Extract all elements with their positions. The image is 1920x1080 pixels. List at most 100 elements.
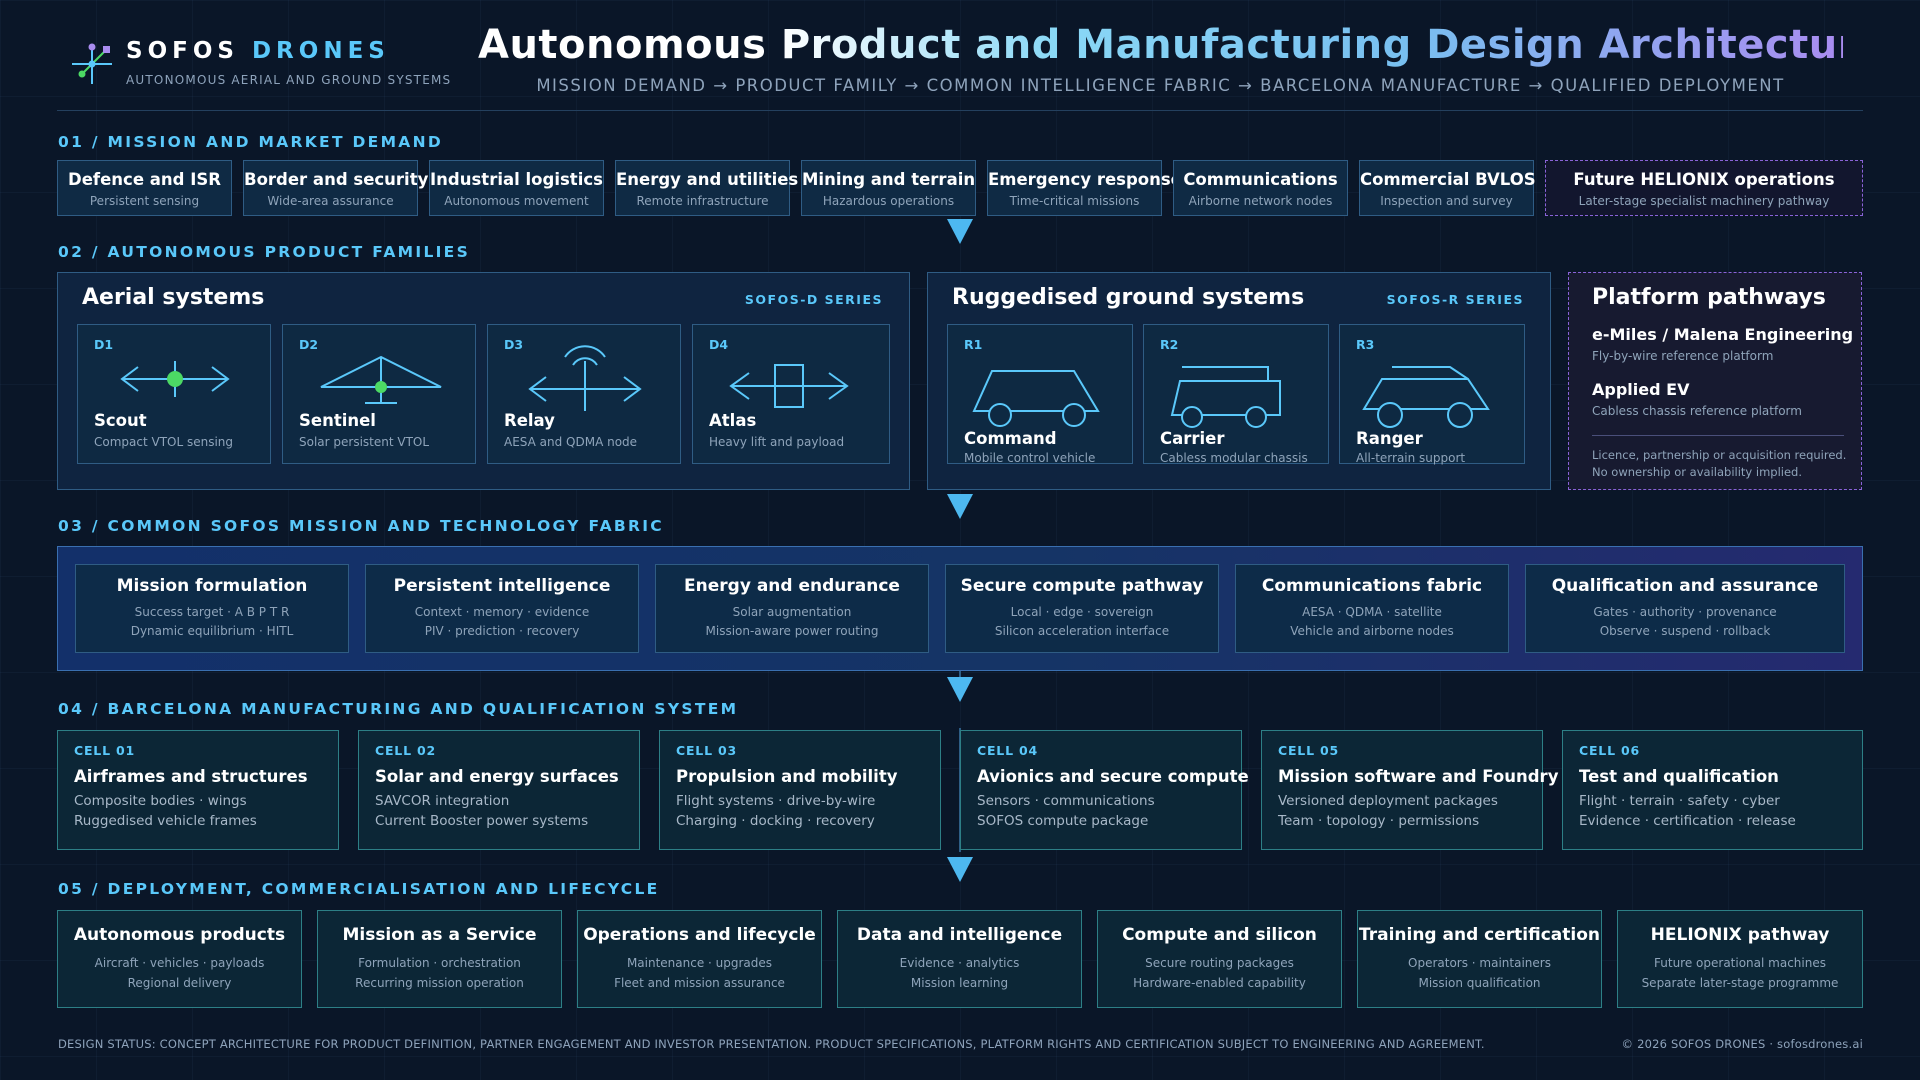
product-code: D2 (299, 337, 319, 352)
fabric-title: Mission formulation (116, 576, 308, 596)
product-name: Ranger (1356, 429, 1423, 448)
product-card-scout: D1 Scout Compact VTOL sensing (77, 324, 271, 464)
fabric-title: Secure compute pathway (960, 576, 1204, 596)
cell-line: Versioned deployment packages (1278, 793, 1498, 809)
antenna-node-icon (528, 345, 642, 411)
section-heading-demand: 01 / MISSION AND MARKET DEMAND (58, 133, 444, 151)
cell-number: CELL 01 (74, 743, 135, 758)
fabric-line: Mission-aware power routing (705, 624, 879, 638)
fabric-line: Context · memory · evidence (414, 605, 590, 619)
deployment-line: Separate later-stage programme (1641, 976, 1839, 990)
product-name: Scout (94, 411, 147, 430)
demand-title: Border and security (244, 170, 429, 189)
cell-line: SAVCOR integration (375, 793, 510, 809)
product-desc: Compact VTOL sensing (94, 435, 234, 449)
product-desc: AESA and QDMA node (504, 435, 638, 449)
fabric-line: Dynamic equilibrium · HITL (130, 624, 294, 638)
pathway-name: Applied EV (1592, 380, 1690, 399)
cell-line: Flight · terrain · safety · cyber (1579, 793, 1780, 809)
cell-line: Composite bodies · wings (74, 793, 247, 809)
pathway-name: e-Miles / Malena Engineering (1592, 325, 1854, 344)
brand-name: SOFOS DRONES (126, 38, 390, 64)
pathways-title: Platform pathways (1592, 285, 1826, 310)
carrier-vehicle-icon (1170, 366, 1281, 428)
design-status-note: DESIGN STATUS: CONCEPT ARCHITECTURE FOR … (58, 1037, 1485, 1051)
deployment-line: Evidence · analytics (899, 956, 1020, 970)
demand-sub: Hazardous operations (822, 194, 955, 208)
cell-line: Sensors · communications (977, 793, 1155, 809)
cell-title: Solar and energy surfaces (375, 767, 619, 786)
drone-star-icon (72, 43, 112, 84)
payload-lift-icon (729, 364, 849, 408)
demand-title: Industrial logistics (430, 170, 603, 189)
product-code: R2 (1160, 337, 1179, 352)
product-card-sentinel: D2 Sentinel Solar persistent VTOL (282, 324, 476, 464)
product-code: R1 (964, 337, 983, 352)
cell-title: Mission software and Foundry (1278, 767, 1559, 786)
deployment-line: Maintenance · upgrades (626, 956, 773, 970)
cell-number: CELL 04 (977, 743, 1038, 758)
fabric-line: Success target · A B P T R (134, 605, 290, 619)
ranger-vehicle-icon (1362, 366, 1490, 428)
deployment-line: Operators · maintainers (1408, 956, 1551, 970)
deployment-title: Compute and silicon (1122, 925, 1317, 945)
deployment-line: Future operational machines (1654, 956, 1826, 970)
cell-number: CELL 06 (1579, 743, 1640, 758)
product-code: D3 (504, 337, 524, 352)
cell-title: Propulsion and mobility (676, 767, 898, 786)
product-card-ranger: R3 Ranger All-terrain support (1339, 324, 1525, 465)
pathways-note: No ownership or availability implied. (1592, 465, 1802, 479)
fabric-line: Silicon acceleration interface (994, 624, 1170, 638)
deployment-line: Hardware-enabled capability (1133, 976, 1306, 990)
product-desc: Heavy lift and payload (709, 435, 845, 449)
demand-sub: Wide-area assurance (267, 194, 394, 208)
ground-title: Ruggedised ground systems (952, 285, 1305, 310)
product-name: Command (964, 429, 1057, 448)
demand-title: Energy and utilities (616, 170, 799, 189)
deployment-title: HELIONIX pathway (1650, 925, 1830, 945)
product-name: Atlas (709, 411, 757, 430)
brand-name-part1: SOFOS (126, 38, 239, 64)
demand-sub: Later-stage specialist machinery pathway (1578, 194, 1830, 208)
cell-line: Ruggedised vehicle frames (74, 813, 257, 829)
vtol-drone-icon (120, 361, 230, 397)
cell-line: Charging · docking · recovery (676, 813, 875, 829)
deployment-line: Mission qualification (1418, 976, 1541, 990)
product-desc: Solar persistent VTOL (299, 435, 430, 449)
fabric-line: AESA · QDMA · satellite (1302, 605, 1442, 619)
deployment-line: Regional delivery (127, 976, 232, 990)
cell-line: SOFOS compute package (977, 813, 1149, 829)
section-heading-deployment: 05 / DEPLOYMENT, COMMERCIALISATION AND L… (58, 880, 660, 898)
copyright: © 2026 SOFOS DRONES · sofosdrones.ai (1621, 1037, 1863, 1051)
cell-number: CELL 05 (1278, 743, 1339, 758)
flow-arrow (947, 857, 973, 882)
flow-arrow (947, 219, 973, 244)
fabric-title: Qualification and assurance (1551, 576, 1819, 596)
product-card-relay: D3 Relay AESA and QDMA node (487, 324, 681, 464)
fabric-line: Local · edge · sovereign (1010, 605, 1154, 619)
deployment-line: Aircraft · vehicles · payloads (94, 956, 265, 970)
product-code: R3 (1356, 337, 1375, 352)
demand-title: Mining and terrain (802, 170, 976, 189)
platform-pathways-panel: Platform pathways e-Miles / Malena Engin… (1568, 272, 1862, 490)
product-card-atlas: D4 Atlas Heavy lift and payload (692, 324, 890, 464)
fabric-line: PIV · prediction · recovery (424, 624, 580, 638)
flow-connector (959, 671, 961, 679)
product-card-command: R1 Command Mobile control vehicle (947, 324, 1133, 465)
deployment-line: Fleet and mission assurance (614, 976, 785, 990)
cell-line: Current Booster power systems (375, 813, 589, 829)
section-heading-manufacturing: 04 / BARCELONA MANUFACTURING AND QUALIFI… (58, 700, 739, 718)
section-heading-fabric: 03 / COMMON SOFOS MISSION AND TECHNOLOGY… (58, 517, 664, 535)
demand-sub: Persistent sensing (89, 194, 200, 208)
product-code: D1 (94, 337, 114, 352)
